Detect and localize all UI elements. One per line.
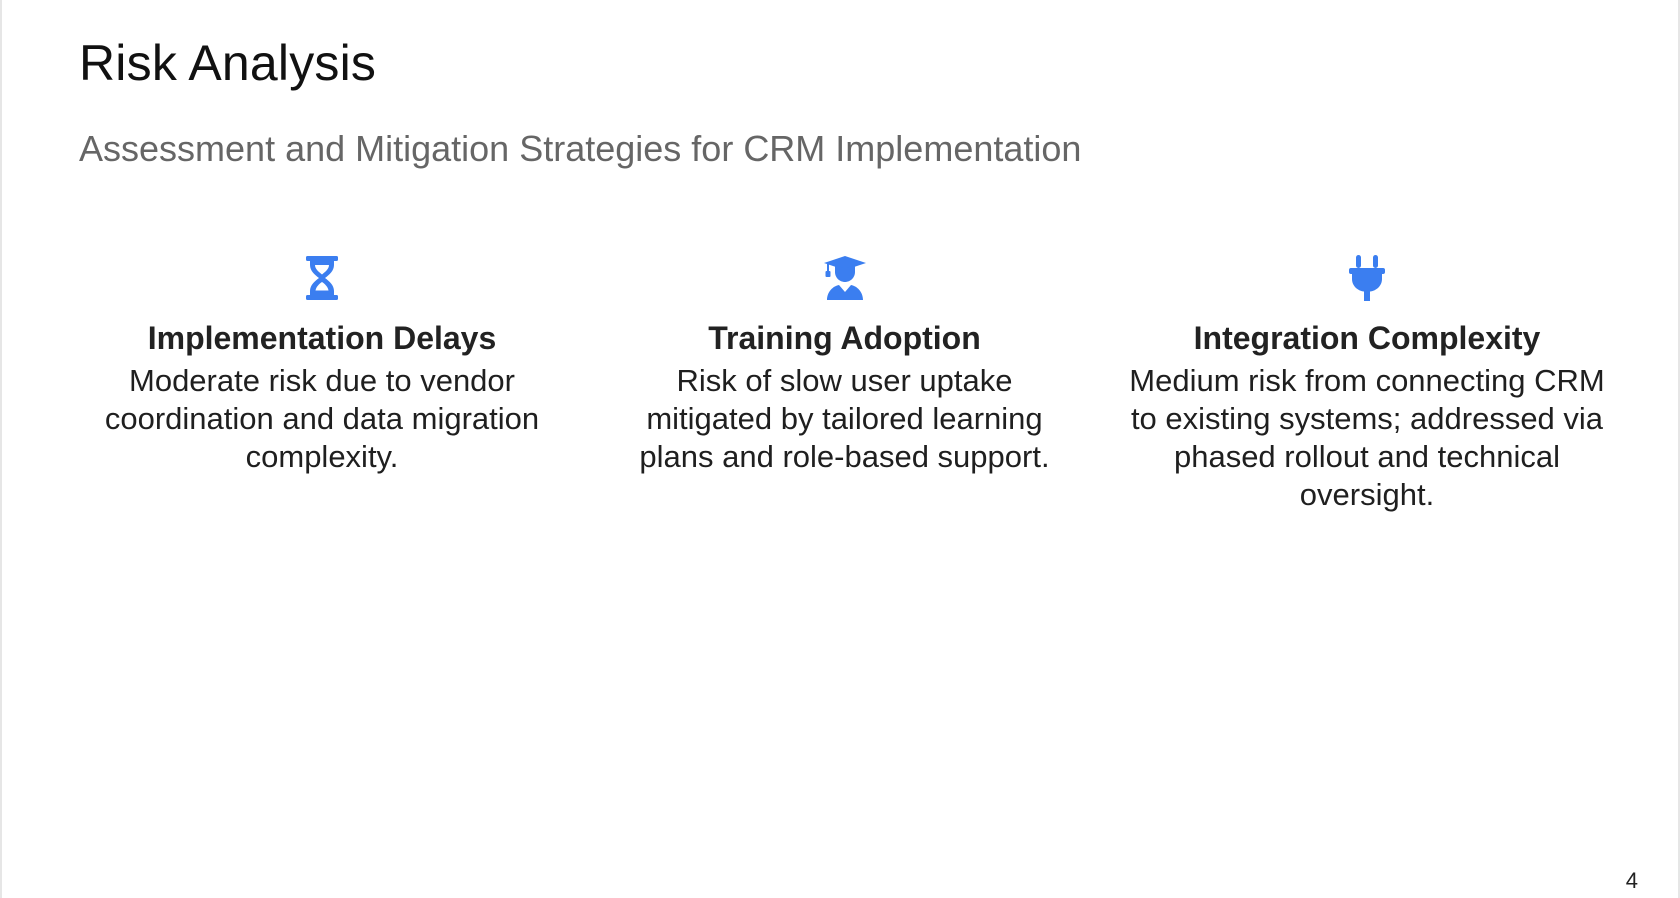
card-title: Integration Complexity bbox=[1193, 320, 1541, 356]
page-subtitle: Assessment and Mitigation Strategies for… bbox=[79, 128, 1082, 169]
risk-card-implementation-delays: Implementation Delays Moderate risk due … bbox=[77, 254, 567, 514]
card-description: Moderate risk due to vendor coordination… bbox=[104, 363, 540, 474]
page-number: 4 bbox=[1625, 868, 1638, 893]
risk-card-training-adoption: Training Adoption Risk of slow user upta… bbox=[625, 254, 1065, 514]
card-description: Risk of slow user uptake mitigated by ta… bbox=[639, 363, 1050, 474]
risk-cards: Implementation Delays Moderate risk due … bbox=[77, 254, 1612, 514]
plug-icon bbox=[1343, 254, 1391, 302]
card-title: Training Adoption bbox=[708, 320, 981, 356]
card-title: Implementation Delays bbox=[147, 320, 497, 356]
risk-card-integration-complexity: Integration Complexity Medium risk from … bbox=[1122, 254, 1612, 514]
card-description: Medium risk from connecting CRM to exist… bbox=[1129, 363, 1605, 512]
graduate-icon bbox=[821, 254, 869, 302]
page-title: Risk Analysis bbox=[79, 35, 377, 91]
hourglass-icon bbox=[298, 254, 346, 302]
